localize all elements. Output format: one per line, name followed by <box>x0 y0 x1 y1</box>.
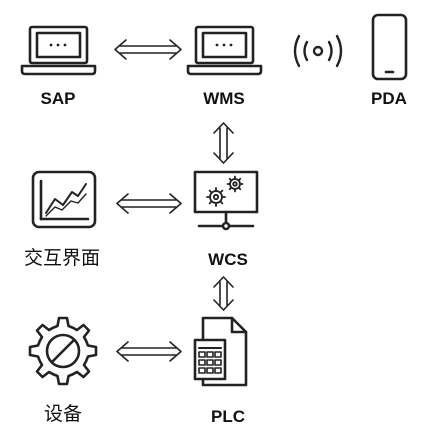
line-chart-icon <box>31 170 97 229</box>
plc-label: PLC <box>211 407 245 426</box>
wms-laptop-icon <box>186 25 263 76</box>
wcs-plc-double-arrow <box>213 276 234 311</box>
pda-smartphone-icon <box>371 13 408 81</box>
plc-calculator-document-icon <box>193 316 248 387</box>
sap-wms-double-arrow <box>114 39 182 60</box>
wms-wcs-double-arrow <box>213 122 234 164</box>
ui-wcs-double-arrow <box>116 193 182 214</box>
device-gear-icon <box>28 316 98 386</box>
pda-label: PDA <box>371 89 407 108</box>
device-label: 设备 <box>43 403 83 425</box>
wms-label: WMS <box>203 89 245 108</box>
device-plc-double-arrow <box>116 341 182 362</box>
sap-laptop-icon <box>20 25 97 76</box>
wireless-signal-icon <box>293 34 343 68</box>
interaction-ui-label: 交互界面 <box>23 247 101 269</box>
wcs-label: WCS <box>208 250 248 269</box>
wcs-network-gears-monitor-icon <box>193 170 259 231</box>
sap-label: SAP <box>40 89 76 108</box>
